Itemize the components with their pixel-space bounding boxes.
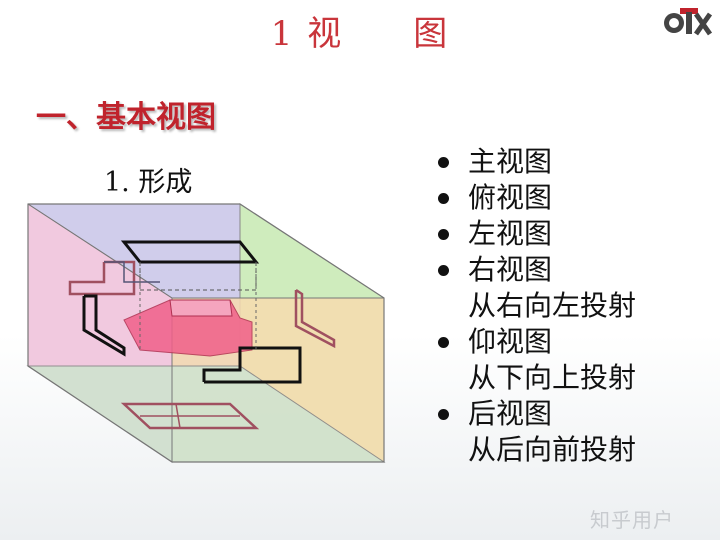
view-note: 从下向上投射 bbox=[468, 361, 637, 394]
bullet-icon bbox=[438, 409, 449, 420]
view-label: 右视图 bbox=[468, 253, 553, 286]
page-title: 1 视 图 bbox=[0, 6, 720, 55]
view-note: 从右向左投射 bbox=[468, 289, 637, 322]
bottom-view-outline bbox=[120, 402, 260, 430]
bullet-icon bbox=[438, 337, 449, 348]
view-label: 主视图 bbox=[468, 145, 553, 178]
view-label: 俯视图 bbox=[468, 181, 553, 214]
list-item: 主视图 bbox=[432, 144, 636, 180]
view-list: 主视图 俯视图 左视图 右视图从右向左投射 仰视图从下向上投射 后视图从后向前投… bbox=[432, 144, 636, 468]
title-suffix: 图 bbox=[413, 14, 450, 54]
right-view-outline bbox=[294, 288, 336, 349]
list-item: 右视图从右向左投射 bbox=[432, 252, 636, 324]
list-item: 仰视图从下向上投射 bbox=[432, 324, 636, 396]
front-view-outline bbox=[68, 260, 136, 296]
view-label: 仰视图 bbox=[468, 325, 553, 358]
bullet-icon bbox=[438, 265, 449, 276]
section-heading: 一、基本视图 bbox=[36, 100, 216, 135]
view-note: 从后向前投射 bbox=[468, 433, 637, 466]
watermark: 知乎用户 bbox=[590, 508, 674, 532]
bullet-icon bbox=[438, 229, 449, 240]
bullet-icon bbox=[438, 157, 449, 168]
subheading: 1. 形成 bbox=[104, 167, 193, 198]
view-label: 左视图 bbox=[468, 217, 553, 250]
list-item: 左视图 bbox=[432, 216, 636, 252]
view-label: 后视图 bbox=[468, 397, 553, 430]
list-item: 俯视图 bbox=[432, 180, 636, 216]
list-item: 后视图从后向前投射 bbox=[432, 396, 636, 468]
left-view-outline bbox=[82, 294, 126, 357]
bullet-icon bbox=[438, 193, 449, 204]
rear-view-outline bbox=[202, 346, 302, 384]
logo-icon bbox=[664, 8, 713, 36]
title-main: 1 视 bbox=[270, 14, 344, 54]
